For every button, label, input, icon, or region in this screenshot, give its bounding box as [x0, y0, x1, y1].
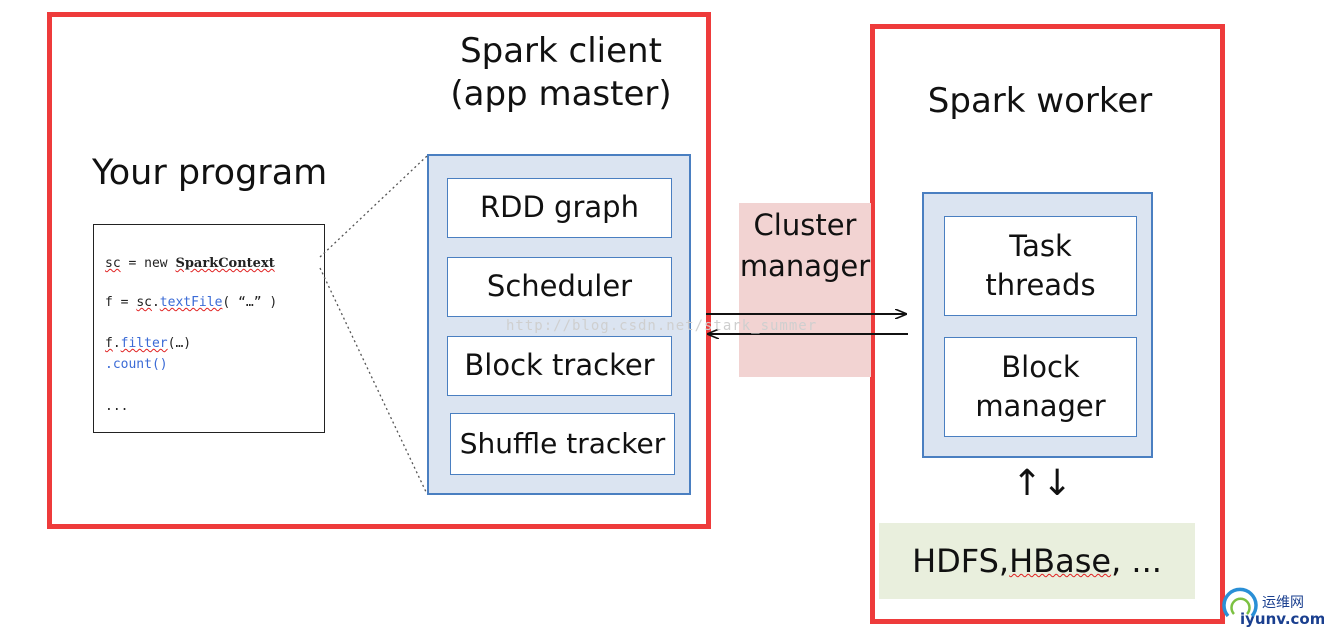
code-line-3: f.filter(…)	[105, 336, 191, 351]
client-title-line2: (app master)	[450, 73, 672, 114]
logo-text-cn: 运维网	[1262, 595, 1304, 611]
storage-hdfs: HDFS,	[912, 542, 1010, 580]
code-snippet: sc = new SparkContext f = sc.textFile( “…	[93, 224, 325, 433]
cluster-manager-line1: Cluster	[753, 208, 857, 242]
code-new: = new	[120, 256, 176, 271]
code-ellipsis: ...	[105, 399, 129, 414]
code-filter: filter	[120, 336, 168, 351]
code-sc-1: sc	[105, 256, 121, 271]
storage-hbase: HBase	[1009, 542, 1112, 580]
code-line-2: f = sc.textFile( “…” )	[105, 295, 277, 310]
rdd-graph-box: RDD graph	[447, 178, 672, 238]
code-textfile: textFile	[159, 295, 223, 310]
code-count: .count()	[105, 357, 168, 372]
shuffle-tracker-label: Shuffle tracker	[459, 427, 666, 461]
watermark-text: http://blog.csdn.net/stark_summer	[506, 318, 818, 334]
task-threads-box: Task threads	[944, 216, 1137, 316]
task-threads-line2: threads	[985, 268, 1096, 302]
code-filter-args: (…)	[167, 336, 192, 351]
block-tracker-label: Block tracker	[464, 348, 655, 383]
client-frame	[47, 12, 711, 529]
program-title: Your program	[92, 153, 328, 193]
cluster-manager-line2: manager	[739, 248, 871, 283]
client-title: Spark client (app master)	[440, 30, 682, 115]
storage-ellipsis: , ...	[1111, 542, 1162, 580]
code-line-4: .count()	[105, 357, 168, 372]
task-threads-line1: Task	[1009, 228, 1072, 263]
cluster-manager-background	[739, 203, 871, 377]
code-sparkcontext: SparkContext	[175, 256, 275, 271]
block-tracker-box: Block tracker	[447, 336, 672, 396]
rdd-graph-label: RDD graph	[480, 190, 639, 225]
code-sc-2: sc	[136, 295, 152, 310]
block-manager-line2: manager	[975, 389, 1106, 423]
code-f-assign: f =	[105, 295, 137, 310]
code-f: f	[105, 336, 113, 351]
code-line-1: sc = new SparkContext	[105, 256, 275, 271]
shuffle-tracker-box: Shuffle tracker	[450, 413, 675, 475]
code-textfile-args: ( “…” )	[222, 295, 278, 310]
cluster-manager-label: Cluster manager	[739, 203, 871, 286]
up-down-arrows-icon: ↑↓	[1012, 463, 1073, 504]
scheduler-label: Scheduler	[486, 269, 633, 304]
code-dot-3: .	[112, 336, 121, 351]
client-title-line1: Spark client	[460, 31, 662, 71]
logo-text-en: iyunv.com	[1240, 610, 1324, 628]
storage-box: HDFS, HBase, ...	[879, 523, 1195, 599]
code-line-5: ...	[105, 399, 128, 414]
block-manager-line1: Block	[1001, 349, 1080, 384]
scheduler-box: Scheduler	[447, 257, 672, 317]
iyunv-logo-icon	[1222, 587, 1258, 618]
worker-title: Spark worker	[927, 81, 1153, 121]
block-manager-box: Block manager	[944, 337, 1137, 437]
code-dot-2: .	[151, 295, 160, 310]
worker-frame	[870, 24, 1225, 624]
